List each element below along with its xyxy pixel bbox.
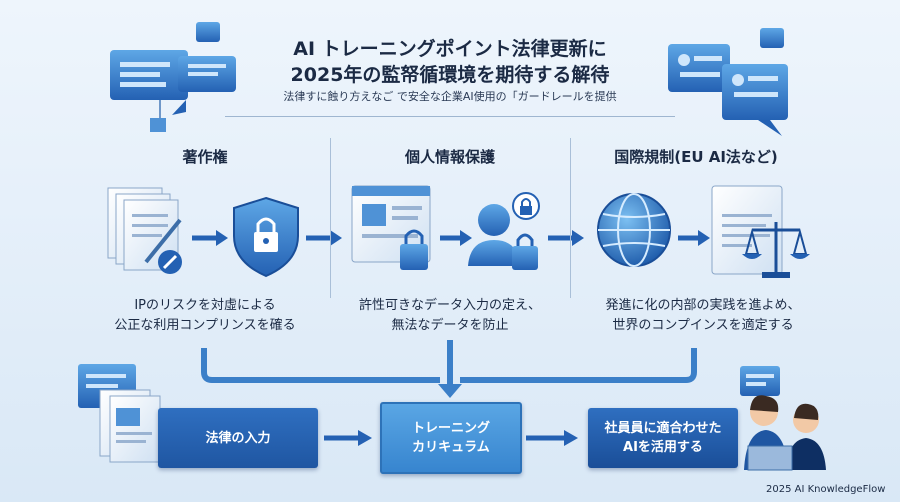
flow-step-label: AIを活用する xyxy=(623,440,703,455)
flow-connector xyxy=(201,340,697,386)
flow-step-label: 法律の入力 xyxy=(205,430,271,446)
workers-icon xyxy=(740,366,826,471)
flow-step-label: 社員員に適合わせた xyxy=(604,421,722,436)
copyright-text: 2025 AI KnowledgeFlow xyxy=(766,484,886,495)
flow-step-label: カリキュラム xyxy=(412,440,490,455)
desc-line: 公正な利用コンプリンスを確る xyxy=(114,318,296,333)
flow-step-legal-input: 法律の入力 xyxy=(158,408,318,468)
desc-line: 許性可きなデータ入力の定え、 xyxy=(358,298,541,313)
desc-line: 世界のコンプインスを適定する xyxy=(612,318,794,333)
legal-scales-icon xyxy=(711,185,810,278)
flow-step-label: トレーニング xyxy=(411,421,490,436)
desc-line: IPのリスクを対虛による xyxy=(134,298,276,313)
section-divider xyxy=(330,138,331,298)
documents-icon xyxy=(107,187,182,274)
page-title-line2: 2025年の監帑循環境を期待する解待 xyxy=(290,64,610,86)
desc-line: 発進に化の内部の実践を進よめ、 xyxy=(605,298,801,313)
arrow-down-icon xyxy=(438,384,462,398)
section-desc-copyright: IPのリスクを対虛による 公正な利用コンプリンスを確る xyxy=(90,296,320,336)
desc-line: 無法なデータを防止 xyxy=(391,318,509,333)
section-divider xyxy=(570,138,571,298)
section-heading-intl-regulation: 国際規制(EU AI法など) xyxy=(614,148,778,166)
shield-lock-icon xyxy=(233,196,299,278)
page-title-line1: AI トレーニングポイント法律更新に xyxy=(293,38,607,60)
profile-card-icon xyxy=(351,185,431,270)
section-desc-privacy: 許性可きなデータ入力の定え、 無法なデータを防止 xyxy=(335,296,565,336)
chat-bubbles-icon xyxy=(668,28,788,136)
section-heading-privacy: 個人情報保護 xyxy=(404,148,495,166)
user-lock-icon xyxy=(468,192,540,270)
section-heading-copyright: 著作権 xyxy=(182,148,228,166)
flow-step-employee-ai: 社員員に適合わせた AIを活用する xyxy=(588,408,738,468)
documents-chat-icon xyxy=(78,364,161,463)
flow-step-training-curriculum: トレーニング カリキュラム xyxy=(380,402,522,474)
header-divider xyxy=(225,116,675,117)
page-subtitle: 法律すに蝕り方えなご で安全な企業AI使用の「ガードレールを提供 xyxy=(283,90,617,103)
globe-icon xyxy=(597,193,671,267)
section-desc-intl-regulation: 発進に化の内部の実践を進よめ、 世界のコンプインスを適定する xyxy=(578,296,828,336)
chat-bubbles-icon xyxy=(110,22,236,132)
